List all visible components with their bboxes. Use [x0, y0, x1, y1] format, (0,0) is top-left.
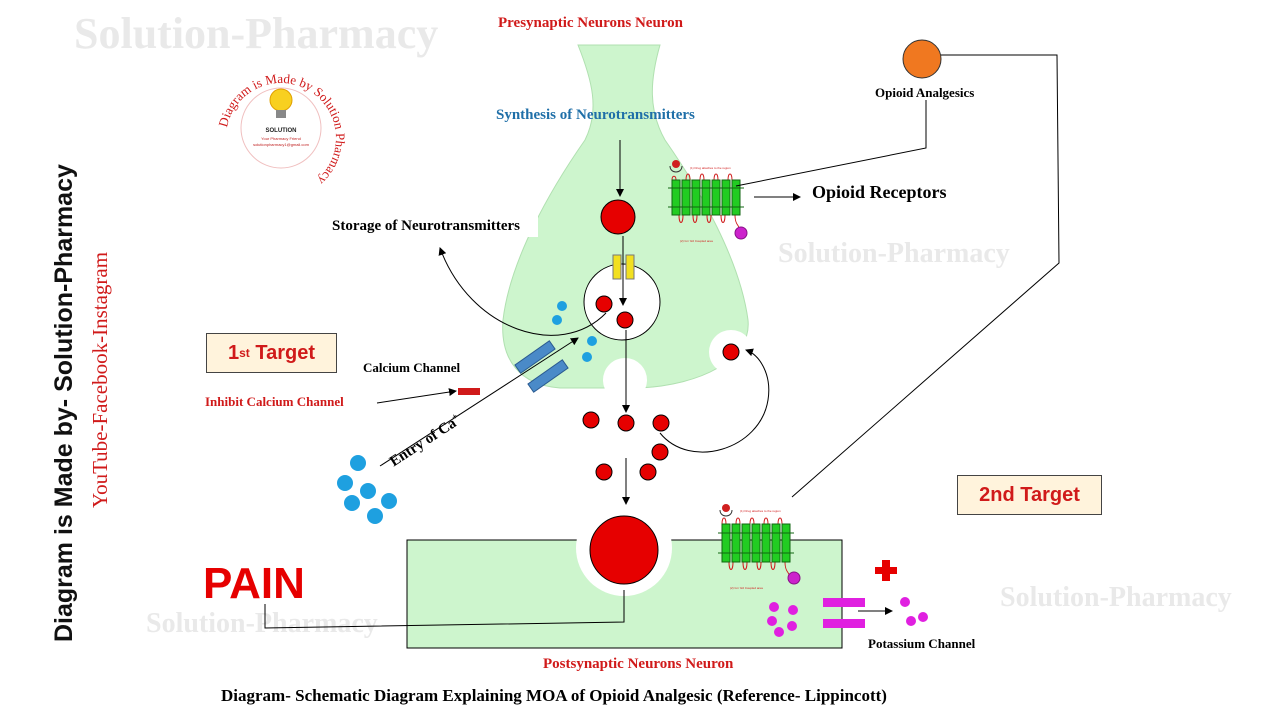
- storage-label: Storage of Neurotransmitters: [326, 216, 539, 237]
- potassium-channel: [823, 598, 865, 607]
- neurotransmitter: [651, 443, 669, 461]
- calcium-ion: [582, 352, 592, 362]
- vesicle-channel: [625, 254, 635, 280]
- calcium-ion: [350, 455, 366, 471]
- inhibit-calcium-channel-label: Inhibit Calcium Channel: [205, 394, 344, 409]
- svg-text:(1) Drug attaches to the regio: (1) Drug attaches to the region: [740, 509, 781, 513]
- potassium-ion: [918, 612, 928, 622]
- plus-icon: [875, 560, 897, 581]
- calcium-ion: [381, 493, 397, 509]
- neurotransmitter: [582, 411, 600, 429]
- watermark-bottom-right: Solution-Pharmacy: [1000, 582, 1232, 613]
- opioid-analgesics-label: Opioid Analgesics: [875, 85, 975, 100]
- svg-text:(1) Drug attaches to the regio: (1) Drug attaches to the region: [690, 166, 731, 170]
- potassium-ion: [787, 621, 797, 631]
- postsynaptic-neurotransmitter: [589, 515, 659, 585]
- pain-label: PAIN: [203, 559, 305, 608]
- calcium-ion: [344, 495, 360, 511]
- potassium-ion: [906, 616, 916, 626]
- postsynaptic-neuron-label: Postsynaptic Neurons Neuron: [543, 656, 734, 672]
- calcium-ion: [557, 301, 567, 311]
- opioid-receptor-presynaptic: (1) Drug attaches to the region (2) Gi /…: [668, 160, 748, 243]
- potassium-ion: [900, 597, 910, 607]
- second-target-box: 2nd Target: [957, 475, 1102, 515]
- opioid-receptors-label: Opioid Receptors: [812, 182, 947, 202]
- watermark-top-left: Solution-Pharmacy: [74, 9, 439, 58]
- neurotransmitter: [639, 463, 657, 481]
- calcium-ion: [587, 336, 597, 346]
- inhibit-calcium-bar: [458, 388, 480, 395]
- opioid-receptor-postsynaptic: (1) Drug attaches to the region (2) Gi /…: [718, 504, 801, 590]
- calcium-ion: [360, 483, 376, 499]
- bulb-icon: [269, 88, 293, 118]
- potassium-ion: [769, 602, 779, 612]
- calcium-channel: [527, 359, 569, 393]
- potassium-ion: [788, 605, 798, 615]
- stamp-email: solutionpharmacy1@gmail.com: [253, 142, 310, 147]
- vesicle-channel: [612, 254, 622, 280]
- neurotransmitter: [616, 311, 634, 329]
- presynaptic-neuron-label: Presynaptic Neurons Neuron: [498, 15, 684, 31]
- calcium-ion: [337, 475, 353, 491]
- svg-text:(2) Gi / G0 Coupled area: (2) Gi / G0 Coupled area: [680, 239, 713, 243]
- neurotransmitter: [722, 343, 740, 361]
- diagram-caption: Diagram- Schematic Diagram Explaining MO…: [221, 686, 887, 705]
- calcium-channel: [514, 340, 556, 374]
- potassium-ion: [774, 627, 784, 637]
- opioid-analgesic-molecule: [902, 39, 942, 79]
- neurotransmitter: [595, 295, 613, 313]
- svg-text:(2) Gi / G0 Coupled area: (2) Gi / G0 Coupled area: [730, 586, 763, 590]
- calcium-ion: [552, 315, 562, 325]
- solution-stamp: Diagram is Made by Solution Pharmacy SOL…: [215, 71, 348, 189]
- watermark-bottom-left: Solution-Pharmacy: [146, 608, 378, 639]
- calcium-channel-label: Calcium Channel: [363, 360, 461, 375]
- neurotransmitter: [652, 414, 670, 432]
- calcium-ion: [367, 508, 383, 524]
- vesicle: [583, 263, 661, 341]
- stamp-brand: SOLUTION: [266, 128, 297, 134]
- synthesis-label: Synthesis of Neurotransmitters: [496, 107, 695, 123]
- neurotransmitter: [600, 199, 636, 235]
- potassium-channel: [823, 619, 865, 628]
- potassium-ion: [767, 616, 777, 626]
- watermark-mid-right: Solution-Pharmacy: [778, 238, 1010, 269]
- release-pore: [603, 358, 647, 402]
- potassium-channel-label: Potassium Channel: [868, 636, 976, 651]
- neurotransmitter: [617, 414, 635, 432]
- neurotransmitter: [595, 463, 613, 481]
- stamp-tagline: Your Pharmacy Friend: [261, 136, 301, 141]
